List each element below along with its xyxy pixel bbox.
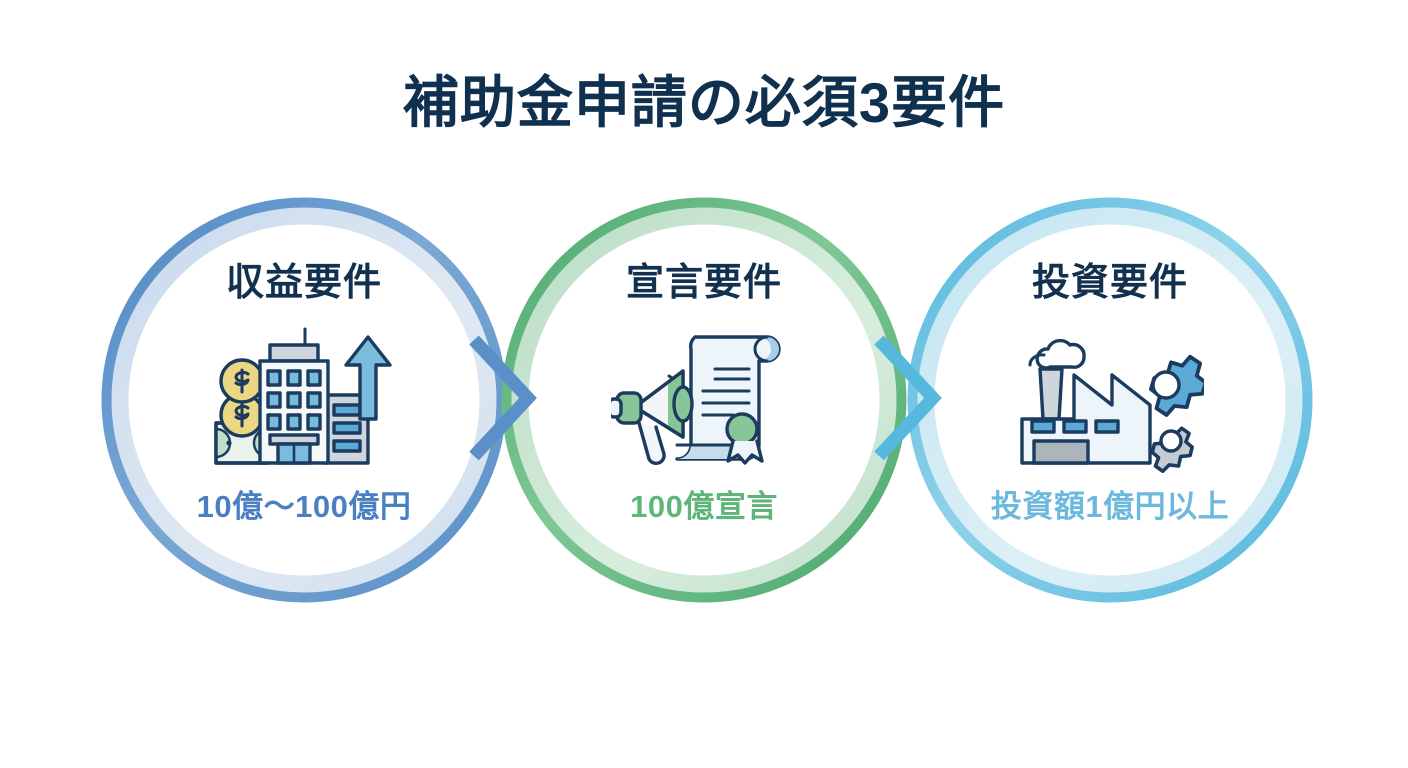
building-money-growth-icon xyxy=(209,320,399,475)
requirement-node-investment[interactable]: 投資要件 xyxy=(900,190,1320,610)
node-subtitle-revenue: 10億〜100億円 xyxy=(196,489,412,524)
requirement-node-declaration[interactable]: 宣言要件 xyxy=(494,190,914,610)
node-title-revenue: 収益要件 xyxy=(225,262,382,304)
factory-gears-icon xyxy=(1015,320,1205,475)
node-subtitle-investment: 投資額1億円以上 xyxy=(990,489,1230,524)
megaphone-certificate-icon xyxy=(609,320,799,475)
requirements-circle-row: 収益要件 xyxy=(0,190,1408,610)
requirement-node-revenue[interactable]: 収益要件 xyxy=(94,190,514,610)
page-title: 補助金申請の必須3要件 xyxy=(402,71,1006,134)
node-subtitle-declaration: 100億宣言 xyxy=(630,489,778,524)
node-title-investment: 投資要件 xyxy=(1031,262,1188,304)
node-title-declaration: 宣言要件 xyxy=(625,262,782,304)
